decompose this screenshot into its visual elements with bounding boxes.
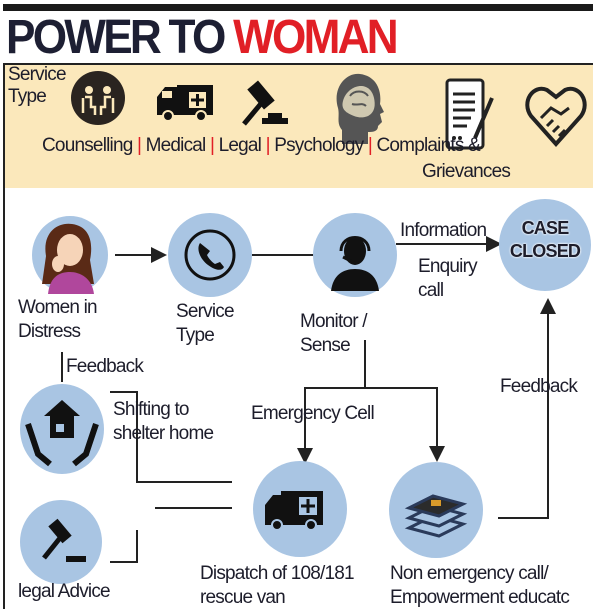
type-counselling: Counselling xyxy=(42,135,133,156)
enquiry-line2: call xyxy=(418,280,444,301)
title-part2: WOMAN xyxy=(233,11,399,64)
dispatch-line2: rescue van xyxy=(200,587,286,608)
enquiry-line1: Enquiry xyxy=(418,256,478,277)
enquiry-label: Enquiry call xyxy=(418,255,478,303)
line-shelter xyxy=(110,391,232,483)
heart-handshake-icon xyxy=(525,86,587,148)
non-emergency-line2: Empowerment educatc xyxy=(390,587,570,608)
shelter-line2: shelter home xyxy=(113,423,214,444)
dispatch-line1: Dispatch of 108/181 xyxy=(200,563,355,584)
case-closed-label: CASE CLOSED xyxy=(499,217,591,263)
separator: | xyxy=(265,135,271,156)
feedback-right-label: Feedback xyxy=(500,376,578,397)
distressed-woman-icon xyxy=(42,223,94,294)
page-title: POWER TO WOMAN xyxy=(6,10,399,65)
monitor-label: Monitor / Sense xyxy=(300,310,368,358)
heading-line2: Type xyxy=(8,86,47,107)
non-emergency-line1: Non emergency call/ xyxy=(390,563,549,584)
document-pen-icon xyxy=(445,78,494,150)
type-medical: Medical xyxy=(145,135,207,156)
emergency-cell-label: Emergency Cell xyxy=(251,403,375,424)
type-complaints: Complaints & xyxy=(376,135,480,156)
separator: | xyxy=(136,135,142,156)
non-emergency-circle xyxy=(389,462,483,558)
service-type-circle xyxy=(168,213,252,297)
dispatch-circle xyxy=(253,461,347,557)
service-line1: Service xyxy=(176,301,235,322)
type-psychology: Psychology xyxy=(274,135,364,156)
shelter-circle xyxy=(20,384,104,474)
dispatch-label: Dispatch of 108/181 rescue van xyxy=(200,562,355,609)
legal-advice-circle xyxy=(20,500,102,584)
arrow-feedback-to-closed xyxy=(498,298,556,519)
non-emergency-label: Non emergency call/Empowerment educatc xyxy=(390,562,570,609)
headset-operator-icon xyxy=(331,236,379,291)
title-part1: POWER TO xyxy=(6,11,226,64)
case-closed-line1: CASE xyxy=(521,218,570,238)
service-types-row: Counselling | Medical | Legal | Psycholo… xyxy=(42,134,481,158)
books-icon xyxy=(404,494,468,538)
arrow-to-non-emergency xyxy=(365,387,445,462)
service-line2: Type xyxy=(176,325,215,346)
women-label: Women in Distress xyxy=(18,296,98,344)
women-in-distress-circle xyxy=(32,216,108,294)
separator: | xyxy=(367,135,373,156)
phone-icon xyxy=(184,229,236,281)
type-legal: Legal xyxy=(218,135,262,156)
women-line1: Women in xyxy=(18,297,98,318)
shelter-home-hands-icon xyxy=(25,400,99,467)
case-closed-line2: CLOSED xyxy=(509,241,581,261)
gavel-icon xyxy=(242,80,288,126)
heading-line1: Service xyxy=(8,64,67,85)
information-label: Information xyxy=(400,220,487,241)
shelter-line1: Shifting to xyxy=(113,399,190,420)
case-closed-circle: CASE CLOSED xyxy=(499,199,591,291)
type-grievances: Grievances xyxy=(422,161,511,182)
women-line2: Distress xyxy=(18,321,81,342)
monitor-circle xyxy=(313,213,397,297)
ambulance-icon xyxy=(157,85,213,122)
counselling-icon xyxy=(71,71,125,125)
line-legal xyxy=(110,530,138,563)
top-rule xyxy=(3,4,593,11)
ambulance-icon xyxy=(265,491,323,531)
left-rule xyxy=(3,63,5,609)
monitor-line2: Sense xyxy=(300,335,351,356)
separator: | xyxy=(209,135,215,156)
legal-advice-label: legal Advice xyxy=(18,581,111,602)
shelter-label: Shifting to shelter home xyxy=(113,398,214,446)
feedback-left-label: Feedback xyxy=(66,356,144,377)
arrow-to-dispatch xyxy=(297,340,366,464)
gavel-icon xyxy=(42,518,86,562)
brain-head-icon xyxy=(336,73,384,144)
monitor-line1: Monitor / xyxy=(300,311,368,332)
